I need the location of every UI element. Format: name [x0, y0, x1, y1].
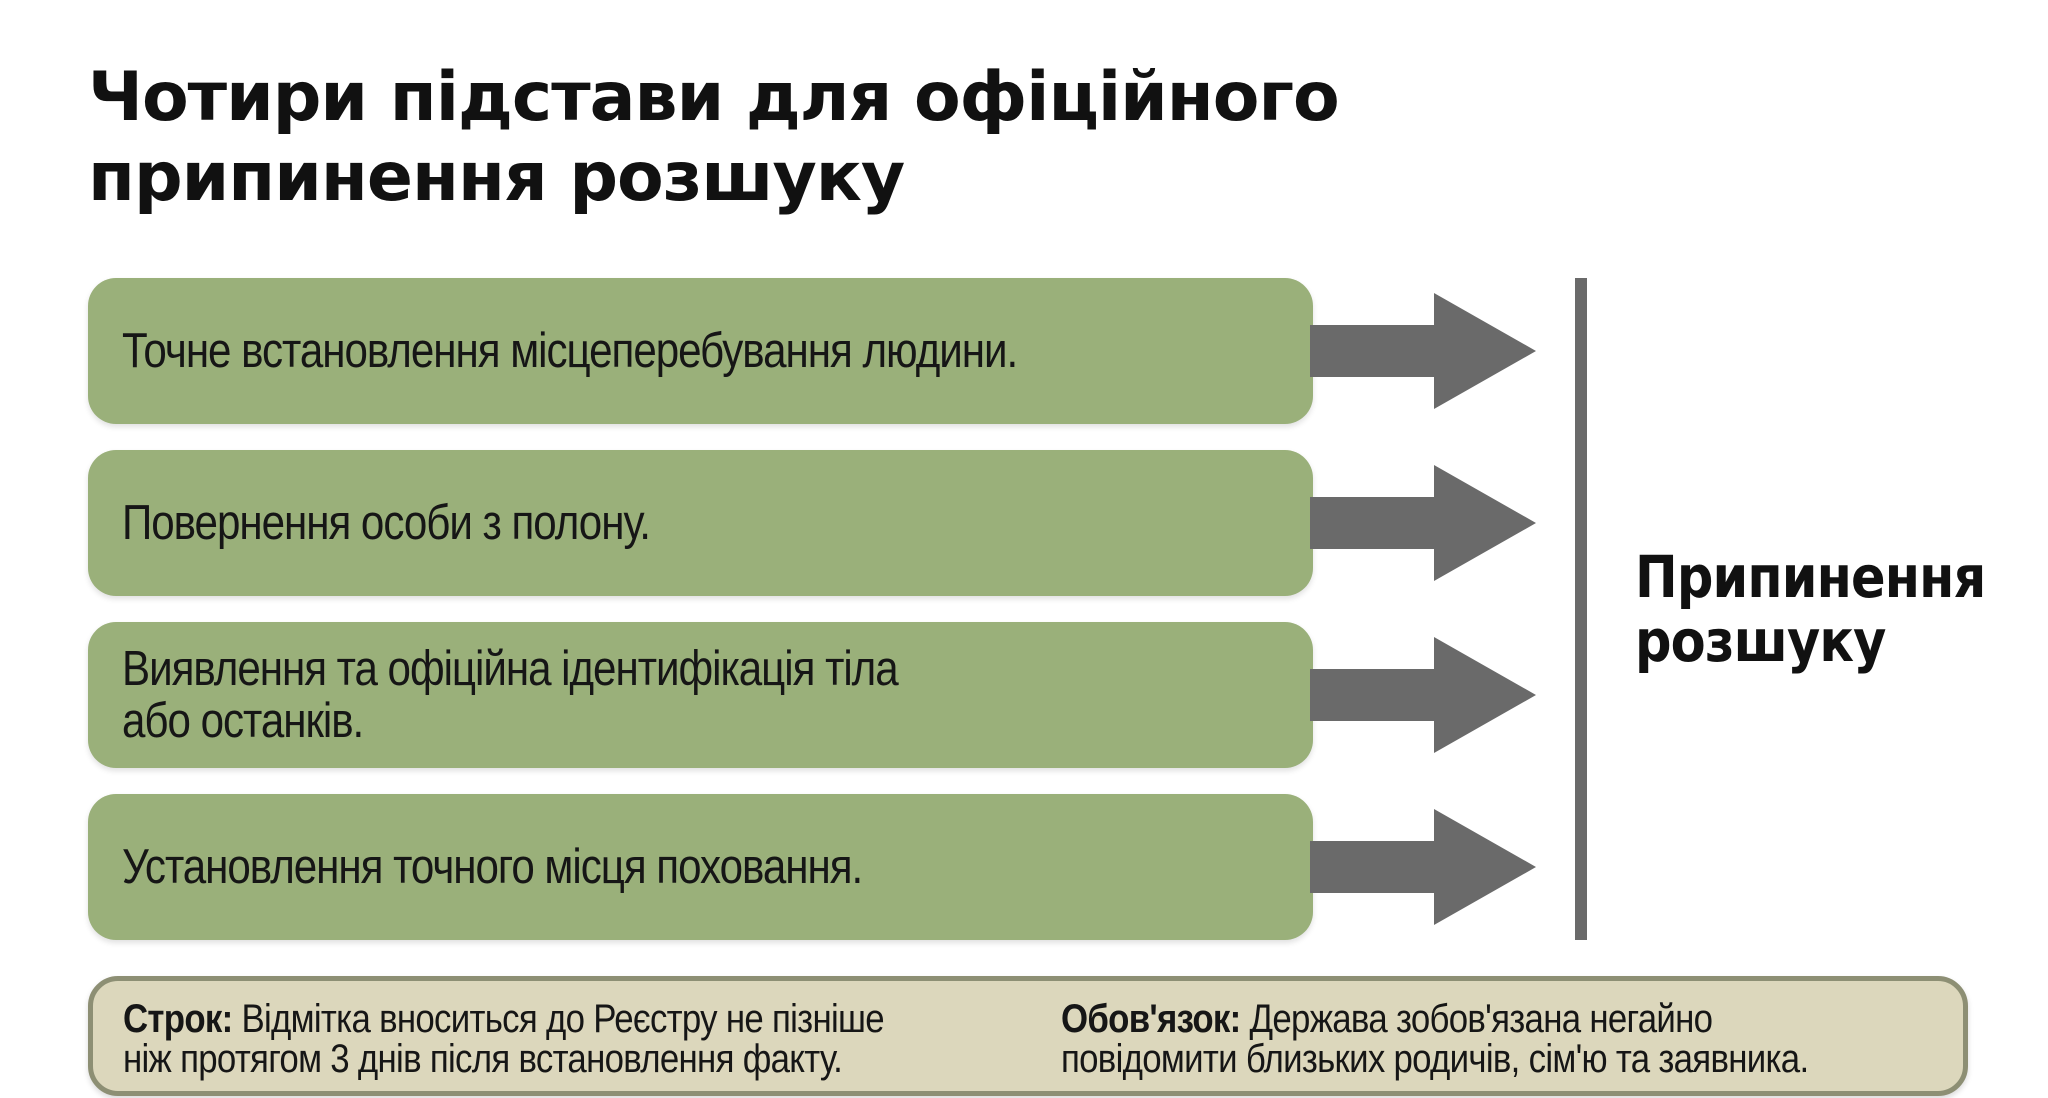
arrow-right-icon — [1310, 465, 1536, 581]
ground-text-2: Повернення особи з полону. — [122, 496, 651, 550]
ground-text-1: Точне встановлення місцеперебування люди… — [122, 324, 1018, 378]
ground-3-line-2: або останків. — [122, 694, 364, 748]
page-title-line-2: припинення розшуку — [88, 138, 905, 217]
ground-box-4: Установлення точного місця поховання. — [88, 794, 1313, 940]
ground-text-4: Установлення точного місця поховання. — [122, 840, 863, 894]
obligation-text-2: повідомити близьких родичів, сім'ю та за… — [1061, 1037, 1809, 1081]
deadline-text-1: Відмітка вноситься до Реєстру не пізніше — [232, 997, 884, 1041]
obligation-label: Обов'язок: — [1061, 997, 1241, 1041]
vertical-divider — [1575, 278, 1587, 940]
ground-4-line-1: Установлення точного місця поховання. — [122, 840, 863, 894]
result-line-1: Припинення — [1635, 543, 1986, 611]
deadline-text-2: ніж протягом 3 днів після встановлення ф… — [123, 1037, 843, 1081]
ground-box-3: Виявлення та офіційна ідентифікація тіла… — [88, 622, 1313, 768]
ground-2-line-1: Повернення особи з полону. — [122, 496, 651, 550]
ground-1-line-1: Точне встановлення місцеперебування люди… — [122, 324, 1018, 378]
ground-3-line-1: Виявлення та офіційна ідентифікація тіла — [122, 642, 899, 696]
obligation-text-1: Держава зобов'язана негайно — [1240, 997, 1714, 1041]
arrow-right-icon — [1310, 637, 1536, 753]
page-title-line-1: Чотири підстави для офіційного — [88, 58, 1340, 137]
arrow-right-icon — [1310, 293, 1536, 409]
result-line-2: розшуку — [1635, 607, 1886, 675]
deadline-label: Строк: — [123, 997, 233, 1041]
obligation-note: Обов'язок: Держава зобов'язана негайно п… — [1061, 999, 1809, 1081]
result-label: Припинення розшуку — [1635, 543, 1986, 675]
page-title: Чотири підстави для офіційного припиненн… — [88, 58, 1488, 218]
obligation-note-line-1: Обов'язок: Держава зобов'язана негайно — [1061, 999, 1808, 1039]
ground-box-2: Повернення особи з полону. — [88, 450, 1313, 596]
ground-text-3: Виявлення та офіційна ідентифікація тіла… — [122, 642, 899, 748]
ground-box-1: Точне встановлення місцеперебування люди… — [88, 278, 1313, 424]
arrow-right-icon — [1310, 809, 1536, 925]
deadline-note: Строк: Відмітка вноситься до Реєстру не … — [123, 997, 885, 1081]
deadline-note-line-1: Строк: Відмітка вноситься до Реєстру не … — [123, 997, 885, 1041]
footer-notes-panel: Строк: Відмітка вноситься до Реєстру не … — [88, 976, 1968, 1096]
